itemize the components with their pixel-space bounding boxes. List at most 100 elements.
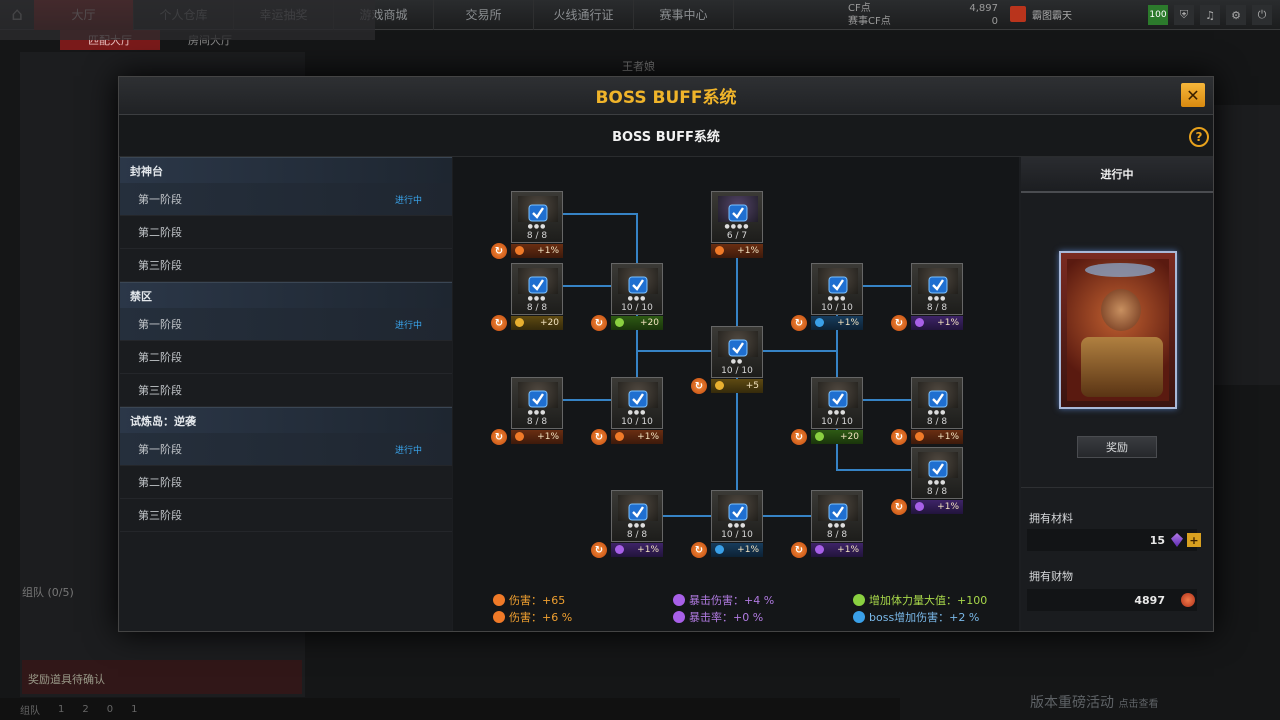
bottom-bar-item[interactable]: 1 [58,703,65,715]
reset-icon[interactable]: ↻ [591,542,607,558]
buff-node[interactable]: ●●●8 / 8 [911,263,963,315]
bottom-bar-item[interactable]: 0 [106,703,114,715]
buff-node[interactable]: ●●●8 / 8 [611,490,663,542]
reset-icon[interactable]: ↻ [791,429,807,445]
buff-type-icon [615,318,624,327]
buff-value: +1% [911,316,963,330]
star-rating: ●●● [627,522,647,529]
reset-icon[interactable]: ↻ [691,378,707,394]
reset-icon[interactable]: ↻ [791,542,807,558]
buff-amount: +1% [937,318,959,328]
stat-item: 增加体力量大值：+100 [853,592,987,608]
boss-crown [1085,263,1155,277]
status-tab[interactable]: 进行中 [1021,157,1213,193]
buff-node[interactable]: ●●●●6 / 7 [711,191,763,243]
buff-node[interactable]: ●●●10 / 10 [611,263,663,315]
star-rating: ●●● [827,295,847,302]
reset-icon[interactable]: ↻ [791,315,807,331]
check-icon [828,390,848,408]
check-icon [828,503,848,521]
bottom-bar-item[interactable]: 2 [82,703,89,715]
node-count: 10 / 10 [721,366,753,376]
stage-category[interactable]: 试炼岛：逆袭 [120,407,452,433]
buff-type-icon [715,246,724,255]
buff-node[interactable]: ●●●10 / 10 [811,377,863,429]
stage-name: 第二阶段 [138,351,182,364]
promo-sub: 点击查看 [1118,699,1159,710]
buff-node[interactable]: ●●●8 / 8 [811,490,863,542]
reset-icon[interactable]: ↻ [891,315,907,331]
stage-item[interactable]: 第三阶段 [120,249,452,282]
cf-value: 4,897 [969,3,998,14]
reset-icon[interactable]: ↻ [691,542,707,558]
stage-item[interactable]: 第二阶段 [120,466,452,499]
stat-label: 增加体力量大值：+100 [869,594,988,607]
reset-icon[interactable]: ↻ [591,315,607,331]
reward-button[interactable]: 奖励 [1077,436,1157,458]
stat-icon [673,594,685,606]
help-button[interactable]: ? [1189,127,1209,147]
stage-category[interactable]: 禁区 [120,282,452,308]
background-promo-bar[interactable] [0,0,375,40]
bottom-bar-item[interactable]: 组队 [20,705,40,717]
buff-node[interactable]: ●●10 / 10 [711,326,763,378]
buff-value: +1% [511,244,563,258]
stage-item[interactable]: 第三阶段 [120,374,452,407]
star-rating: ●● [730,358,744,365]
buff-node[interactable]: ●●●8 / 8 [511,191,563,243]
stage-item[interactable]: 第三阶段 [120,499,452,532]
nav-tab[interactable]: 火线通行证 [534,0,634,30]
buff-node[interactable]: ●●●10 / 10 [611,377,663,429]
stage-name: 第一阶段 [138,443,182,456]
stage-item[interactable]: 第二阶段 [120,216,452,249]
buff-node[interactable]: ●●●8 / 8 [911,377,963,429]
top-right-icons: 100 ⛨ ♫ ⚙ ⏻ [1148,5,1272,25]
add-material-button[interactable]: + [1187,533,1201,547]
buff-value: +1% [911,500,963,514]
cf-label: CF点 [848,3,871,14]
stage-item[interactable]: 第一阶段进行中 [120,308,452,341]
reset-icon[interactable]: ↻ [491,243,507,259]
user-box[interactable]: 霸图霸天 [1010,6,1072,22]
gear-icon[interactable]: ⚙ [1226,5,1246,25]
reset-icon[interactable]: ↻ [491,315,507,331]
buff-node[interactable]: ●●●8 / 8 [511,263,563,315]
stat-icon [853,594,865,606]
stage-item[interactable]: 第二阶段 [120,341,452,374]
buff-value: +1% [711,543,763,557]
buff-node[interactable]: ●●●8 / 8 [511,377,563,429]
buff-value: +20 [611,316,663,330]
reset-icon[interactable]: ↻ [891,499,907,515]
buff-value: +1% [511,430,563,444]
bottom-bar: 组队 1 2 0 1 [0,698,900,720]
power-icon[interactable]: ⏻ [1252,5,1272,25]
stat-icon [493,594,505,606]
buff-node[interactable]: ●●●10 / 10 [711,490,763,542]
buff-amount: +20 [840,432,859,442]
stage-item[interactable]: 第一阶段进行中 [120,433,452,466]
nav-tab[interactable]: 赛事中心 [634,0,734,30]
close-button[interactable]: ✕ [1181,83,1205,107]
star-rating: ●●● [627,295,647,302]
shield-icon[interactable]: ⛨ [1174,5,1194,25]
music-icon[interactable]: ♫ [1200,5,1220,25]
stage-name: 第一阶段 [138,193,182,206]
bottom-bar-item[interactable]: 1 [131,703,138,715]
stage-name: 第二阶段 [138,226,182,239]
buff-type-icon [915,502,924,511]
buff-type-icon [815,432,824,441]
nav-tab[interactable]: 交易所 [434,0,534,30]
background-right-panel [1212,105,1280,385]
star-rating: ●●● [927,295,947,302]
reset-icon[interactable]: ↻ [591,429,607,445]
stage-item[interactable]: 第一阶段进行中 [120,183,452,216]
stage-category[interactable]: 封神台 [120,157,452,183]
reset-icon[interactable]: ↻ [491,429,507,445]
buff-node[interactable]: ●●●8 / 8 [911,447,963,499]
reset-icon[interactable]: ↻ [891,429,907,445]
buff-value: +1% [811,316,863,330]
check-icon [728,503,748,521]
buff-node[interactable]: ●●●10 / 10 [811,263,863,315]
check-icon [928,390,948,408]
check-icon [628,276,648,294]
